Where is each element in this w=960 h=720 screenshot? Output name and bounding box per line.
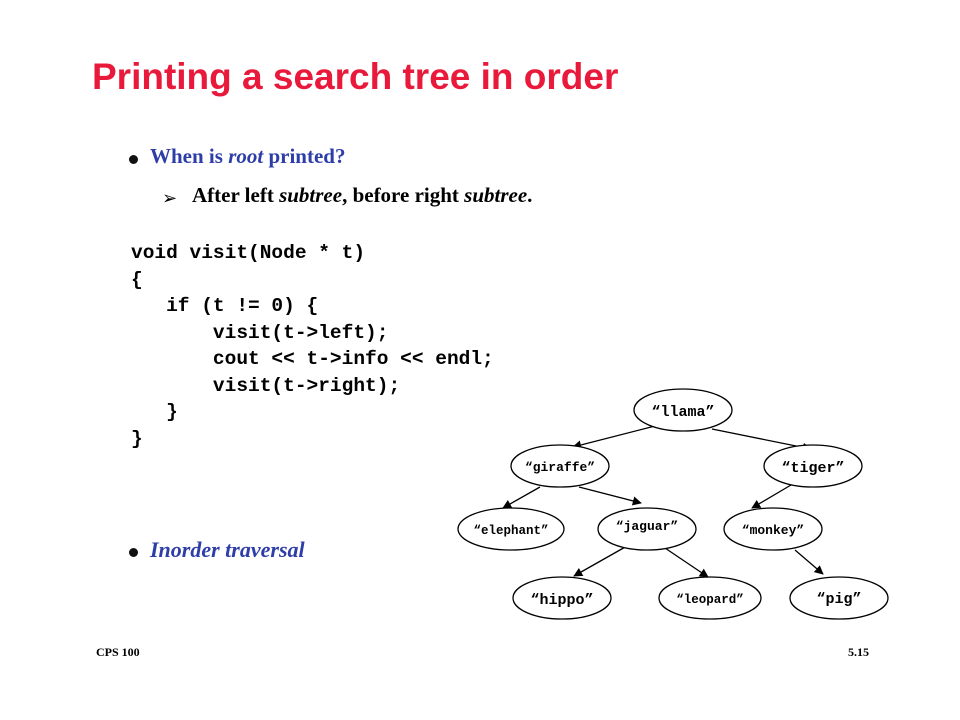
node-label-pig: “pig”: [816, 591, 861, 608]
code-line: {: [131, 268, 143, 291]
code-line: visit(t->left);: [131, 321, 389, 344]
answer-part-3: .: [527, 183, 533, 207]
node-label-llama: “llama”: [651, 404, 714, 421]
node-jaguar: [597, 507, 697, 551]
edge-jaguar-leopard: [661, 545, 709, 578]
edge-llama-tiger: [711, 428, 812, 452]
answer-italic-2: subtree: [464, 183, 528, 207]
bullet-dot: [129, 548, 138, 557]
edge-giraffe-elephant: [502, 486, 541, 509]
bullet-inorder: Inorder traversal: [150, 537, 305, 562]
node-label-hippo: “hippo”: [530, 592, 593, 609]
answer-part-2: , before right: [342, 183, 465, 207]
node-hippo: [512, 576, 612, 620]
code-line: }: [131, 401, 178, 423]
bullet-question-italic: root: [228, 144, 264, 168]
code-line: if (t != 0) {: [131, 295, 319, 317]
node-pig: [789, 576, 889, 620]
node-label-monkey: “monkey”: [742, 523, 804, 538]
sub-bullet-answer: After left subtree, before right subtree…: [192, 183, 532, 208]
answer-italic-1: subtree: [279, 183, 343, 207]
node-tiger: [763, 444, 863, 488]
bullet-question: When is root printed?: [150, 144, 345, 169]
node-giraffe: [510, 444, 610, 488]
node-label-jaguar: “jaguar”: [616, 519, 678, 534]
node-elephant: [457, 507, 565, 551]
code-block: void visit(Node * t) { if (t != 0) { vis…: [131, 240, 494, 452]
edge-tiger-monkey: [751, 484, 792, 509]
edge-llama-giraffe: [572, 425, 656, 450]
edge-jaguar-hippo: [573, 545, 628, 577]
node-label-elephant: “elephant”: [473, 524, 548, 538]
code-line: cout << t->info << endl;: [131, 348, 494, 370]
edge-giraffe-jaguar: [578, 486, 642, 506]
bullet-question-suffix: printed?: [263, 144, 346, 168]
code-line: void visit(Node * t): [131, 242, 366, 264]
slide-title: Printing a search tree in order: [92, 56, 619, 97]
node-label-giraffe: “giraffe”: [525, 460, 595, 475]
node-label-leopard: “leopard”: [676, 593, 744, 607]
node-label-tiger: “tiger”: [781, 460, 844, 477]
answer-part-1: After left: [192, 183, 280, 207]
node-monkey: [723, 507, 823, 551]
code-line: }: [131, 427, 143, 450]
node-leopard: [658, 576, 762, 620]
footer-course: CPS 100: [96, 645, 140, 659]
edge-monkey-pig: [794, 549, 824, 575]
code-line: visit(t->right);: [131, 374, 401, 397]
bullet-dot: [129, 155, 138, 164]
footer-slide-number: 5.15: [848, 645, 869, 659]
bullet-question-prefix: When is: [150, 144, 229, 168]
arrow-bullet-icon: ➢: [162, 188, 178, 208]
node-llama: [633, 388, 733, 432]
